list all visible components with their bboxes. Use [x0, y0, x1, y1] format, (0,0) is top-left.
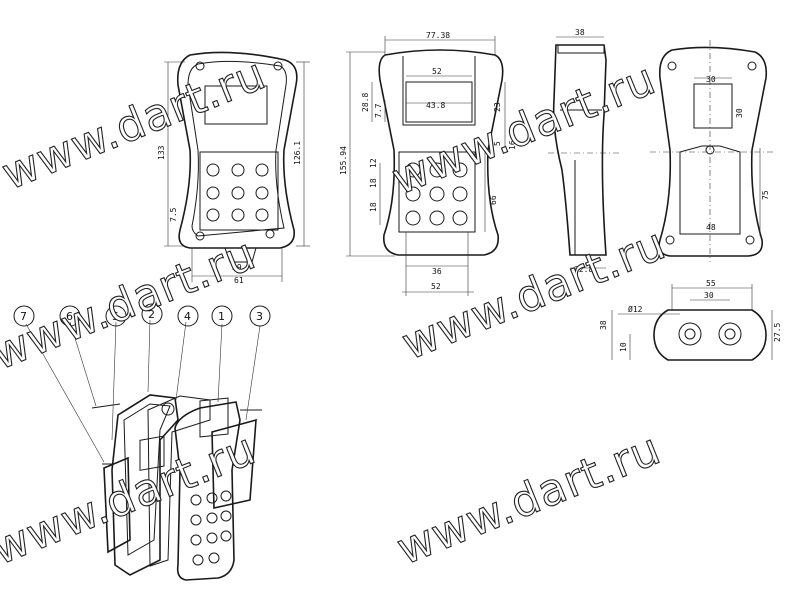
callout-6: 6 [66, 310, 73, 323]
callout-3: 3 [256, 310, 263, 323]
watermark-5: www.dart.ru [0, 423, 263, 575]
dim-keypad-row3: 18 [369, 202, 378, 212]
dim-keypad-display-margin: 7.7 [374, 103, 383, 118]
dim-front-width-bottom: 61 [234, 276, 244, 285]
back-screws [665, 61, 757, 245]
dim-keypad-display-height: 28.8 [361, 93, 370, 112]
dim-bottom-hole-diameter: Ø12 [628, 304, 643, 314]
callout-1: 1 [218, 310, 225, 323]
exploded-front-shell [174, 401, 241, 581]
dim-keypad-row2: 18 [369, 178, 378, 188]
exploded-frame [147, 395, 211, 567]
dim-keypad-bottom-width: 52 [431, 282, 441, 291]
dim-bottom-overall: 55 [706, 279, 716, 288]
exploded-display [199, 397, 229, 438]
exploded-back-housing [111, 394, 179, 576]
back-window [693, 83, 733, 129]
front-keys [206, 163, 269, 222]
side-view: 38 32.8 [548, 28, 620, 274]
back-battery-plate [679, 145, 741, 235]
dim-front-height-inner: 126.1 [293, 141, 302, 165]
dim-keypad-right-c: 5 [493, 141, 502, 146]
callout-4: 4 [184, 310, 191, 323]
keypad-display [405, 81, 473, 123]
callout-5: 5 [112, 310, 119, 323]
exploded-overlay-panel [211, 418, 257, 509]
exploded-view: 7 6 5 2 4 1 3 [13, 303, 271, 581]
dim-keypad-total-height: 155.94 [339, 146, 348, 175]
bottom-hole-right [718, 322, 742, 346]
dim-bottom-height-right: 27.5 [773, 323, 782, 342]
front-keypad-panel [199, 151, 279, 231]
callout-7: 7 [20, 310, 27, 323]
exploded-keys [190, 490, 232, 566]
back-view: 30 30 75 48 [650, 40, 776, 262]
dim-bottom-offset: 10 [619, 342, 628, 352]
keypad-view: 77.38 52 43.8 28.8 7.7 23 16 5 155.94 12… [339, 31, 517, 296]
dim-front-height-outer: 133 [157, 145, 166, 160]
dim-keypad-keys-span: 36 [432, 267, 442, 276]
watermark-3: www.dart.ru [0, 228, 263, 380]
exploded-battery-cover [103, 456, 131, 554]
bottom-view: 55 30 Ø12 38 10 27.5 [599, 279, 782, 361]
watermarks: www.dart.ru www.dart.ru www.dart.ru www.… [0, 48, 673, 576]
dim-keypad-row1: 12 [369, 158, 378, 168]
dim-front-bottom-gap: 39 [232, 263, 242, 272]
back-outline [658, 46, 768, 257]
dim-side-bottom-width: 32.8 [574, 265, 593, 274]
callout-2: 2 [148, 308, 155, 321]
front-view: 133 126.1 7.5 61 39 [157, 51, 310, 285]
dim-keypad-keys-height: 66 [489, 195, 498, 205]
bottom-outline [653, 309, 767, 361]
front-display [204, 85, 268, 125]
dim-front-bottom-offset: 7.5 [169, 207, 178, 222]
exploded-screw-long [91, 403, 121, 409]
dim-keypad-width-top: 77.38 [426, 31, 450, 40]
dim-bottom-depth: 38 [599, 320, 608, 330]
dim-back-win-width: 30 [706, 75, 716, 84]
dim-keypad-right-a: 23 [493, 102, 502, 112]
dim-back-plate-height: 75 [761, 190, 770, 200]
dim-keypad-display-width: 52 [432, 67, 442, 76]
dim-back-win-height: 30 [735, 108, 744, 118]
watermark-4: www.dart.ru [395, 218, 673, 370]
dim-keypad-right-b: 16 [508, 140, 517, 150]
front-outline [176, 51, 298, 249]
front-screws [195, 61, 283, 241]
dim-keypad-display-inner: 43.8 [426, 101, 445, 110]
dim-side-top-width: 38 [575, 28, 585, 37]
keypad-keys [405, 162, 468, 226]
dim-back-plate-width: 48 [706, 223, 716, 232]
dim-bottom-spacing: 30 [704, 291, 714, 300]
watermark-6: www.dart.ru [390, 423, 668, 575]
bottom-hole-left [678, 322, 702, 346]
side-outline [552, 44, 607, 256]
